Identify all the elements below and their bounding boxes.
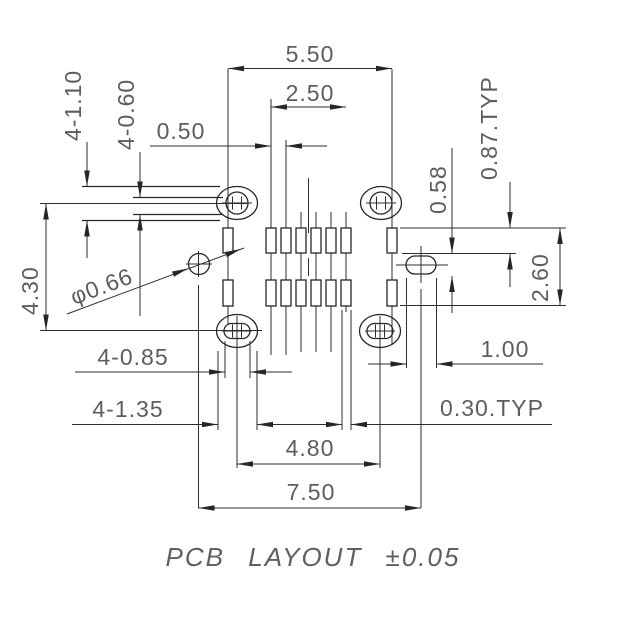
dim-label-slot-outer-width: 4-1.10 xyxy=(60,70,86,141)
mounting-pad-top-right xyxy=(359,185,403,221)
dim-label-hole-slot-width: 4-0.85 xyxy=(97,344,168,370)
dim-label-span-inner: 2.50 xyxy=(286,80,335,106)
footprint-geometry xyxy=(40,69,566,508)
dim-label-row-extent: 2.60 xyxy=(527,253,553,302)
dimension-lines xyxy=(43,65,563,511)
dim-label-pad-width-typ: 0.30.TYP xyxy=(440,395,544,421)
dim-label-span-top: 5.50 xyxy=(286,41,335,67)
dim-label-span-total: 7.50 xyxy=(287,479,336,505)
dim-label-hole-pad-width: 4-1.35 xyxy=(92,396,163,422)
drawing-title: PCB LAYOUT ±0.05 xyxy=(166,542,461,572)
dim-label-height-left: 4.30 xyxy=(17,266,43,315)
left-slot xyxy=(82,185,223,222)
dim-label-span-holes-bottom: 4.80 xyxy=(286,435,335,461)
mounting-pad-bottom-right xyxy=(358,313,402,349)
mounting-pad-bottom-left xyxy=(215,313,259,349)
dim-label-pad-length-typ: 0.87.TYP xyxy=(476,76,502,180)
mounting-pad-top-left xyxy=(215,185,259,221)
smd-pads xyxy=(222,227,398,307)
dimension-labels: 5.50 2.50 0.50 4-1.10 4-0.60 4.30 φ0.66 … xyxy=(17,41,553,505)
dim-label-pad-pitch: 0.50 xyxy=(157,118,206,144)
dim-label-notch-height: 0.58 xyxy=(425,165,451,214)
dim-label-via-diameter: φ0.66 xyxy=(67,263,137,310)
via-hole xyxy=(186,252,212,276)
dim-label-slot-inner-width: 4-0.60 xyxy=(113,79,139,150)
dim-label-notch-width: 1.00 xyxy=(481,336,530,362)
stadium-cutout xyxy=(396,255,448,275)
